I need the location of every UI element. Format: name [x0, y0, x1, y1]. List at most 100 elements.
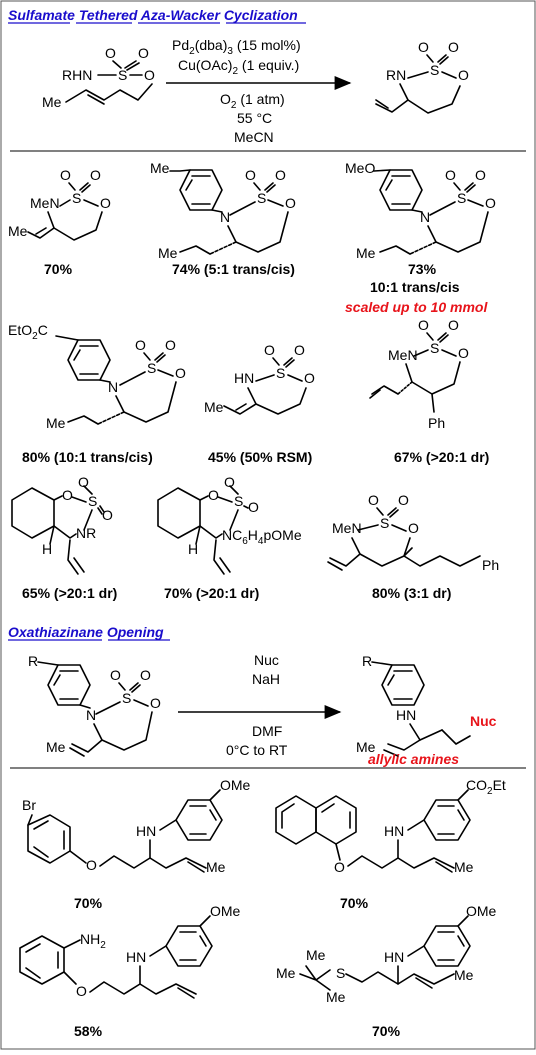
product-label: allylic amines: [368, 751, 459, 767]
svg-text:O: O: [418, 317, 429, 333]
svg-text:Me: Me: [356, 245, 376, 261]
scale-note: scaled up to 10 mmol: [345, 299, 488, 315]
svg-text:S: S: [380, 515, 389, 531]
svg-text:Ph: Ph: [428, 415, 445, 431]
svg-text:Me: Me: [454, 859, 474, 875]
svg-text:O: O: [275, 167, 286, 183]
svg-text:Me: Me: [326, 989, 346, 1005]
svg-text:O: O: [62, 487, 73, 503]
atom-O: O: [418, 39, 429, 55]
svg-text:EtO2C: EtO2C: [8, 322, 48, 342]
svg-text:CO2Et: CO2Et: [466, 777, 506, 797]
selectivity: 10:1 trans/cis: [370, 279, 460, 295]
atom-RN: RN: [386, 67, 406, 83]
atom-O: O: [448, 39, 459, 55]
section3-header: Oxathiazinane Opening: [8, 624, 170, 641]
yield: 70%: [372, 1023, 401, 1039]
compound-2b: Me O O S N O Me 74% (5:1 trans/cis): [150, 160, 296, 277]
svg-text:O: O: [458, 345, 469, 361]
svg-text:R: R: [362, 653, 372, 669]
svg-text:HN: HN: [126, 949, 146, 965]
svg-text:N: N: [86, 707, 96, 723]
atom-RHN: RHN: [62, 67, 92, 83]
svg-text:O: O: [304, 370, 315, 386]
svg-text:O: O: [285, 195, 296, 211]
svg-text:N: N: [108, 379, 118, 395]
svg-text:O: O: [398, 492, 409, 508]
svg-text:HN: HN: [234, 370, 254, 386]
yield: 70% (>20:1 dr): [164, 585, 259, 601]
svg-text:MeN: MeN: [30, 195, 60, 211]
svg-text:Me: Me: [356, 739, 376, 755]
svg-text:O: O: [208, 487, 219, 503]
header-word: Cyclization: [224, 7, 298, 23]
header-word: Tethered: [79, 7, 138, 23]
atom-Me: Me: [42, 94, 62, 110]
compound-2i: O O S MeN O Ph 80% (3:1 dr): [327, 492, 499, 601]
yield: 80% (3:1 dr): [372, 585, 451, 601]
svg-text:H: H: [188, 541, 198, 557]
compound-2d: EtO2C O O S N O Me 80% (10:1 trans/cis): [8, 322, 186, 465]
svg-text:O: O: [445, 167, 456, 183]
svg-text:OMe: OMe: [210, 903, 241, 919]
svg-text:O: O: [165, 337, 176, 353]
svg-text:MeN: MeN: [388, 347, 418, 363]
compound-2c: MeO O O S N O Me 73% 10:1 trans/cis scal…: [345, 160, 496, 315]
svg-text:HN: HN: [396, 707, 416, 723]
yield: 45% (50% RSM): [208, 449, 312, 465]
svg-text:O: O: [248, 499, 259, 515]
yield: 74% (5:1 trans/cis): [172, 261, 295, 277]
svg-text:HN: HN: [384, 823, 404, 839]
header-word: Sulfamate: [8, 7, 75, 23]
svg-text:O: O: [102, 507, 113, 523]
atom-O: O: [105, 45, 116, 61]
svg-text:O: O: [135, 337, 146, 353]
yield: 73%: [408, 261, 437, 277]
cyclization-conditions: Pd2(dba)3 (15 mol%) Cu(OAc)2 (1 equiv.) …: [166, 37, 352, 145]
svg-text:O: O: [448, 317, 459, 333]
svg-text:O: O: [368, 492, 379, 508]
svg-text:O: O: [90, 167, 101, 183]
opening-product: R HN Nuc Me allylic amines: [356, 653, 497, 767]
yield: 80% (10:1 trans/cis): [22, 449, 153, 465]
yield: 70%: [340, 895, 369, 911]
svg-text:S: S: [147, 360, 156, 376]
svg-text:N: N: [220, 209, 230, 225]
svg-text:S: S: [122, 690, 131, 706]
yield: 70%: [44, 261, 73, 277]
svg-text:0°C to RT: 0°C to RT: [226, 742, 288, 758]
opening-starting-material: R O O S N O Me: [28, 653, 161, 757]
svg-text:NC6H4pOMe: NC6H4pOMe: [222, 527, 302, 547]
svg-text:S: S: [88, 493, 97, 509]
svg-text:Me: Me: [46, 415, 66, 431]
svg-text:Sulfamate Tethered Aza-Wacker: Sulfamate Tethered Aza-Wacker Cyclizatio…: [8, 7, 298, 23]
svg-text:O: O: [140, 667, 151, 683]
svg-text:Oxathiazinane Opening: Oxathiazinane Opening: [8, 624, 164, 640]
temperature: 55 °C: [237, 110, 272, 126]
svg-text:MeO: MeO: [345, 160, 375, 176]
nucleophile-label: Nuc: [470, 713, 497, 729]
svg-text:HN: HN: [384, 949, 404, 965]
svg-text:Me: Me: [276, 965, 296, 981]
yield: 67% (>20:1 dr): [394, 449, 489, 465]
svg-text:Me: Me: [150, 160, 170, 176]
svg-text:Me: Me: [46, 739, 66, 755]
svg-text:S: S: [457, 190, 466, 206]
svg-text:OMe: OMe: [466, 903, 497, 919]
yield: 58%: [74, 1023, 103, 1039]
svg-text:Me: Me: [158, 245, 178, 261]
svg-text:Nuc: Nuc: [254, 652, 279, 668]
svg-text:N: N: [420, 209, 430, 225]
atom-O: O: [458, 67, 469, 83]
svg-text:O: O: [175, 365, 186, 381]
product-4d: Me Me Me S Me HN OMe 70%: [276, 903, 497, 1039]
product-4a: Br O Me HN OMe 70%: [22, 777, 251, 911]
product-4c: NH2 O HN OMe 58%: [19, 903, 241, 1039]
solvent: MeCN: [234, 129, 274, 145]
svg-text:O: O: [224, 474, 235, 490]
svg-text:H: H: [42, 541, 52, 557]
svg-text:O: O: [264, 342, 275, 358]
header-word: Aza-Wacker: [140, 7, 222, 23]
